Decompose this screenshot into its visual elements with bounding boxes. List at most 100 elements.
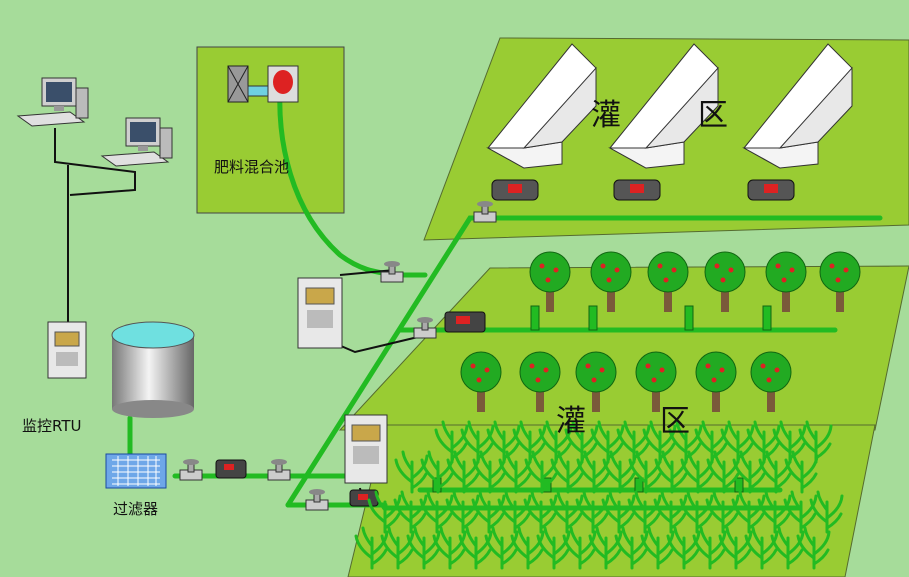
crop-plant-icon: [642, 420, 677, 464]
monitor-rtu-label: 监控RTU: [22, 417, 82, 435]
crop-plant-icon: [471, 490, 506, 534]
crop-plant-icon: [394, 450, 429, 494]
crop-plant-icon: [602, 450, 637, 494]
crop-plant-icon: [472, 450, 507, 494]
crop-plant-icon: [666, 526, 701, 570]
rtu-controller-icon: [297, 277, 343, 349]
crop-plant-icon: [497, 490, 532, 534]
flow-meter-icon: [444, 311, 486, 333]
crop-plant-icon: [679, 490, 714, 534]
fruit-tree-icon: [704, 251, 746, 312]
crop-plant-icon: [460, 420, 495, 464]
valve-icon: [413, 317, 437, 339]
crop-plant-icon: [784, 450, 819, 494]
crop-plant-icon: [653, 490, 688, 534]
flow-meter-icon: [215, 459, 247, 479]
valve-icon: [473, 201, 497, 223]
filter-icon: [105, 453, 167, 489]
fruit-tree-icon: [750, 351, 792, 412]
fertilizer-tower-icon: [227, 65, 271, 103]
fruit-tree-icon: [647, 251, 689, 312]
crop-plant-icon: [705, 490, 740, 534]
crop-plant-icon: [434, 420, 469, 464]
crop-plant-icon: [562, 526, 597, 570]
crop-plant-icon: [654, 450, 689, 494]
crop-plant-icon: [809, 490, 844, 534]
crop-plant-icon: [616, 420, 651, 464]
crop-plant-icon: [419, 490, 454, 534]
greenhouse-icon: [608, 43, 719, 201]
computer-icon: [100, 117, 173, 167]
crop-plant-icon: [549, 490, 584, 534]
crop-plant-icon: [731, 490, 766, 534]
rtu-controller-icon: [344, 414, 388, 484]
crop-plant-icon: [744, 526, 779, 570]
crop-plant-icon: [524, 450, 559, 494]
fruit-tree-icon: [695, 351, 737, 412]
crop-plant-icon: [432, 526, 467, 570]
crop-plant-icon: [772, 420, 807, 464]
crop-plant-icon: [576, 450, 611, 494]
crop-plant-icon: [380, 526, 415, 570]
valve-icon: [305, 489, 329, 511]
crop-plant-icon: [798, 420, 833, 464]
crop-plant-icon: [783, 490, 818, 534]
crop-plant-icon: [458, 526, 493, 570]
valve-icon: [267, 459, 291, 481]
fruit-tree-icon: [765, 251, 807, 312]
crop-plant-icon: [746, 420, 781, 464]
crop-plant-icon: [367, 490, 402, 534]
crop-plant-icon: [510, 526, 545, 570]
crop-plant-icon: [445, 490, 480, 534]
fruit-tree-icon: [460, 351, 502, 412]
valve-icon: [380, 261, 404, 283]
crop-plant-icon: [588, 526, 623, 570]
crop-plant-icon: [406, 526, 441, 570]
crop-plant-icon: [550, 450, 585, 494]
greenhouse-icon: [742, 43, 853, 201]
crop-plant-icon: [718, 526, 753, 570]
crop-plant-icon: [564, 420, 599, 464]
greenhouse-zone-char-1: 灌: [591, 98, 621, 133]
fruit-tree-icon: [519, 351, 561, 412]
fertilizer-mixer-icon: [267, 65, 299, 103]
crop-plant-icon: [680, 450, 715, 494]
fertilizer-pool-label: 肥料混合池: [214, 158, 290, 176]
crop-plant-icon: [536, 526, 571, 570]
crop-plant-icon: [796, 526, 831, 570]
crop-plant-icon: [498, 450, 533, 494]
crop-plant-icon: [512, 420, 547, 464]
crop-plant-icon: [420, 450, 455, 494]
fruit-tree-icon: [819, 251, 861, 312]
crop-plant-icon: [446, 450, 481, 494]
crop-plant-icon: [694, 420, 729, 464]
crop-plant-icon: [627, 490, 662, 534]
crop-plant-icon: [575, 490, 610, 534]
valve-icon: [179, 459, 203, 481]
crop-plants: [354, 420, 844, 570]
crop-plant-icon: [484, 526, 519, 570]
crop-plant-icon: [601, 490, 636, 534]
crop-plant-icon: [757, 490, 792, 534]
crop-plant-icon: [590, 420, 625, 464]
crop-plant-icon: [628, 450, 663, 494]
rtu-controller-icon: [47, 321, 87, 379]
greenhouse-icon: [486, 43, 597, 201]
crop-plant-icon: [523, 490, 558, 534]
crop-plant-icon: [720, 420, 755, 464]
crop-plant-icon: [770, 526, 805, 570]
fruit-tree-icon: [575, 351, 617, 412]
water-tank-icon: [111, 321, 195, 418]
crop-plant-icon: [640, 526, 675, 570]
greenhouse-zone-char-2: 区: [698, 98, 728, 133]
flow-meter-icon: [349, 489, 379, 507]
computer-icon: [16, 77, 89, 127]
fruit-tree-icon: [529, 251, 571, 312]
crop-plant-icon: [538, 420, 573, 464]
crop-plant-icon: [354, 526, 389, 570]
crop-plant-icon: [706, 450, 741, 494]
crop-plant-icon: [758, 450, 793, 494]
field-zone-char-2: 区: [660, 404, 690, 439]
crop-plant-icon: [393, 490, 428, 534]
